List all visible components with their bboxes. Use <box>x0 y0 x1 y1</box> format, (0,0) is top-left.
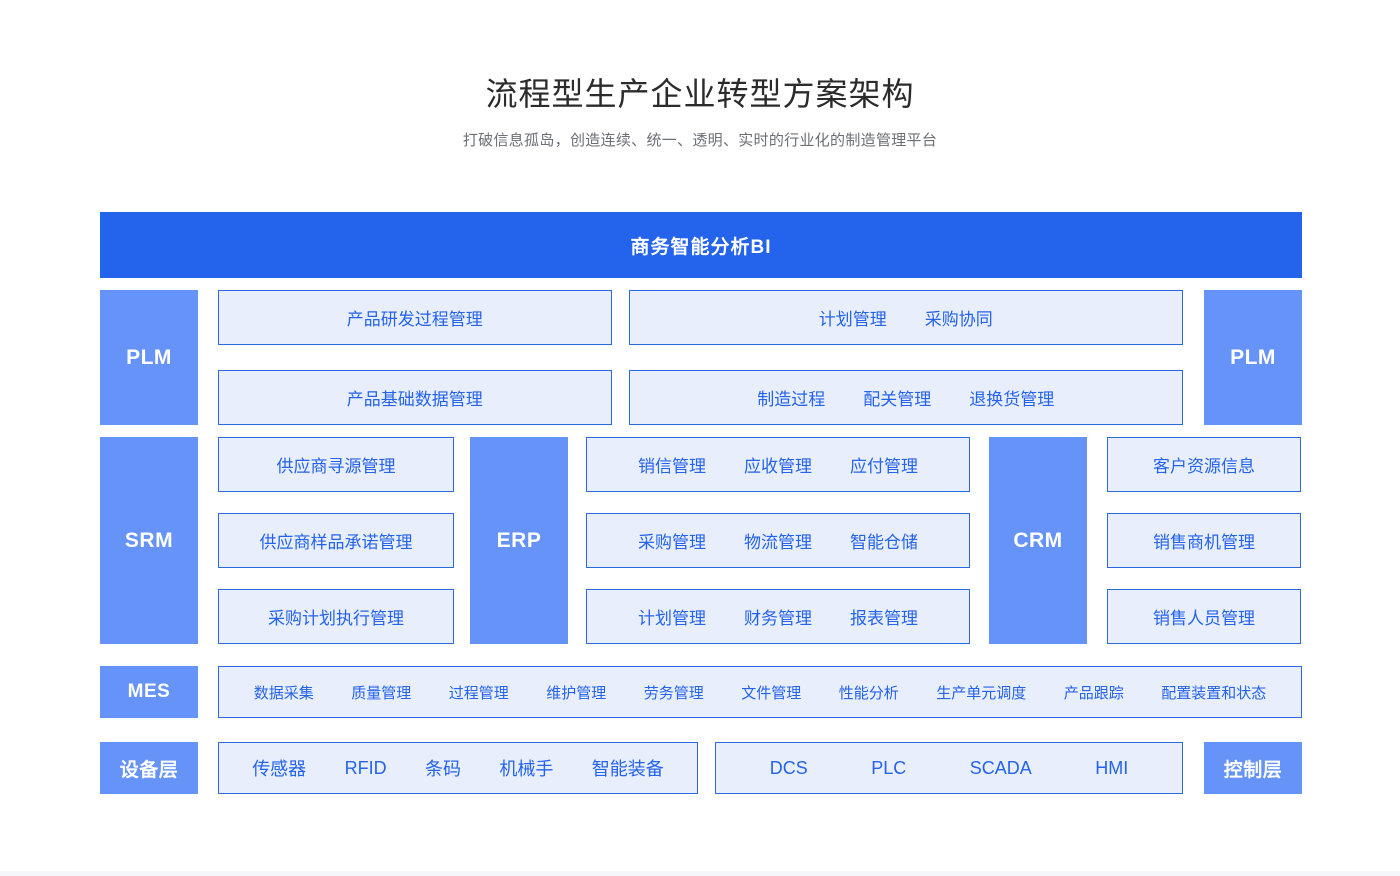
tag-plm-left-label: PLM <box>126 345 172 369</box>
device-item-robot-arm[interactable]: 机械手 <box>499 759 554 779</box>
diagram-body: 商务智能分析BI PLM 产品研发过程管理 产品基础数据管理 计划管理 采购协同 <box>100 212 1302 794</box>
cell-sales-receivable-payable[interactable]: 销信管理 应收管理 应付管理 <box>586 437 970 492</box>
cell-item: 计划管理 <box>638 609 706 628</box>
cell-item: 报表管理 <box>850 609 918 628</box>
page-title: 流程型生产企业转型方案架构 <box>485 76 915 112</box>
device-control-row: 设备层 传感器 RFID 条码 机械手 智能装备 DCS PLC SCADA H… <box>100 742 1302 794</box>
device-cells: 传感器 RFID 条码 机械手 智能装备 <box>218 742 698 794</box>
srm-cells: 供应商寻源管理 供应商样品承诺管理 采购计划执行管理 <box>218 437 454 644</box>
cell-item: 采购协同 <box>924 310 993 329</box>
cell-sales-staff-management[interactable]: 销售人员管理 <box>1107 589 1301 644</box>
tag-srm-label: SRM <box>124 528 174 552</box>
tag-mes-label: MES <box>127 681 171 702</box>
cell-purchase-plan-exec[interactable]: 采购计划执行管理 <box>218 589 454 644</box>
page-header: 流程型生产企业转型方案架构 打破信息孤岛，创造连续、统一、透明、实时的行业化的制… <box>0 0 1400 152</box>
cell-item: 配关管理 <box>863 390 932 409</box>
cell-plan-finance-report[interactable]: 计划管理 财务管理 报表管理 <box>586 589 970 644</box>
cell-item: 供应商寻源管理 <box>276 457 396 476</box>
cell-product-base-data[interactable]: 产品基础数据管理 <box>218 370 612 425</box>
cell-plan-purchase[interactable]: 计划管理 采购协同 <box>628 290 1183 345</box>
tag-crm-label: CRM <box>1013 528 1063 552</box>
crm-cells: 客户资源信息 销售商机管理 销售人员管理 <box>1107 437 1301 644</box>
control-item-plc[interactable]: PLC <box>871 757 907 778</box>
cell-item: 销售商机管理 <box>1153 533 1255 552</box>
tag-mes[interactable]: MES <box>100 666 198 718</box>
cell-item: 智能仓储 <box>850 533 918 552</box>
control-item-dcs[interactable]: DCS <box>769 757 808 778</box>
mes-item-device-config-status[interactable]: 配置装置和状态 <box>1161 684 1267 702</box>
tag-erp[interactable]: ERP <box>470 437 568 644</box>
mes-item-quality-management[interactable]: 质量管理 <box>351 684 412 702</box>
cell-item: 应收管理 <box>744 457 812 476</box>
mes-item-data-collection[interactable]: 数据采集 <box>253 684 314 702</box>
device-item-barcode[interactable]: 条码 <box>424 759 461 779</box>
bi-banner-label: 商务智能分析BI <box>630 236 772 258</box>
cell-item: 采购计划执行管理 <box>268 609 404 628</box>
device-item-sensor[interactable]: 传感器 <box>252 759 307 779</box>
erp-cells: 销信管理 应收管理 应付管理 采购管理 物流管理 智能仓储 计划管理 财务管理 … <box>586 437 970 644</box>
cell-customer-resource-info[interactable]: 客户资源信息 <box>1107 437 1301 492</box>
cell-item: 供应商样品承诺管理 <box>259 533 413 552</box>
page-subtitle: 打破信息孤岛，创造连续、统一、透明、实时的行业化的制造管理平台 <box>462 132 938 149</box>
cell-item: 计划管理 <box>818 310 887 329</box>
mes-item-product-tracking[interactable]: 产品跟踪 <box>1063 684 1124 702</box>
control-item-scada[interactable]: SCADA <box>969 757 1032 778</box>
plm-right-cells: 计划管理 采购协同 制造过程 配关管理 退换货管理 <box>628 290 1183 425</box>
tag-plm-right-label: PLM <box>1230 345 1276 369</box>
mes-item-performance-analysis[interactable]: 性能分析 <box>838 684 899 702</box>
cell-item: 物流管理 <box>744 533 812 552</box>
tag-plm-right[interactable]: PLM <box>1204 290 1302 425</box>
device-item-smart-equipment[interactable]: 智能装备 <box>591 759 664 779</box>
plm-left-cells: 产品研发过程管理 产品基础数据管理 <box>218 290 612 425</box>
control-cells: DCS PLC SCADA HMI <box>715 742 1183 794</box>
srm-erp-crm-row: SRM 供应商寻源管理 供应商样品承诺管理 采购计划执行管理 ERP 销信管理 <box>100 437 1302 644</box>
cell-item: 财务管理 <box>744 609 812 628</box>
tag-srm[interactable]: SRM <box>100 437 198 644</box>
tag-device-layer-label: 设备层 <box>119 759 179 781</box>
cell-purchase-logistics-warehouse[interactable]: 采购管理 物流管理 智能仓储 <box>586 513 970 568</box>
plm-row: PLM 产品研发过程管理 产品基础数据管理 计划管理 采购协同 制造过程 配关管… <box>100 290 1302 425</box>
mes-row: MES 数据采集 质量管理 过程管理 维护管理 劳务管理 文件管理 性能分析 生… <box>100 666 1302 718</box>
bottom-strip <box>0 871 1400 876</box>
mes-item-maintenance-management[interactable]: 维护管理 <box>546 684 607 702</box>
control-item-hmi[interactable]: HMI <box>1095 757 1129 778</box>
cell-item: 产品基础数据管理 <box>346 390 483 409</box>
cell-supplier-sample-commit[interactable]: 供应商样品承诺管理 <box>218 513 454 568</box>
mes-item-production-unit-scheduling[interactable]: 生产单元调度 <box>936 684 1027 702</box>
cell-item: 采购管理 <box>638 533 706 552</box>
cell-sales-opportunity[interactable]: 销售商机管理 <box>1107 513 1301 568</box>
mes-item-document-management[interactable]: 文件管理 <box>741 684 802 702</box>
cell-item: 应付管理 <box>850 457 918 476</box>
mes-cells: 数据采集 质量管理 过程管理 维护管理 劳务管理 文件管理 性能分析 生产单元调… <box>218 666 1302 718</box>
cell-item: 退换货管理 <box>969 390 1055 409</box>
mes-item-labor-management[interactable]: 劳务管理 <box>643 684 704 702</box>
device-item-rfid[interactable]: RFID <box>344 757 387 778</box>
tag-control-layer-label: 控制层 <box>1223 759 1283 781</box>
tag-crm[interactable]: CRM <box>989 437 1087 644</box>
cell-item: 销信管理 <box>638 457 706 476</box>
cell-item: 销售人员管理 <box>1153 609 1255 628</box>
mes-item-process-management[interactable]: 过程管理 <box>448 684 509 702</box>
cell-item: 客户资源信息 <box>1153 457 1255 476</box>
tag-device-layer[interactable]: 设备层 <box>100 742 198 794</box>
tag-plm-left[interactable]: PLM <box>100 290 198 425</box>
cell-supplier-sourcing[interactable]: 供应商寻源管理 <box>218 437 454 492</box>
bi-banner[interactable]: 商务智能分析BI <box>100 212 1302 278</box>
cell-product-rd-process[interactable]: 产品研发过程管理 <box>218 290 612 345</box>
tag-erp-label: ERP <box>496 528 542 552</box>
cell-item: 制造过程 <box>757 390 826 409</box>
tag-control-layer[interactable]: 控制层 <box>1204 742 1302 794</box>
cell-item: 产品研发过程管理 <box>346 310 483 329</box>
cell-manufacture-customs-returns[interactable]: 制造过程 配关管理 退换货管理 <box>628 370 1183 425</box>
